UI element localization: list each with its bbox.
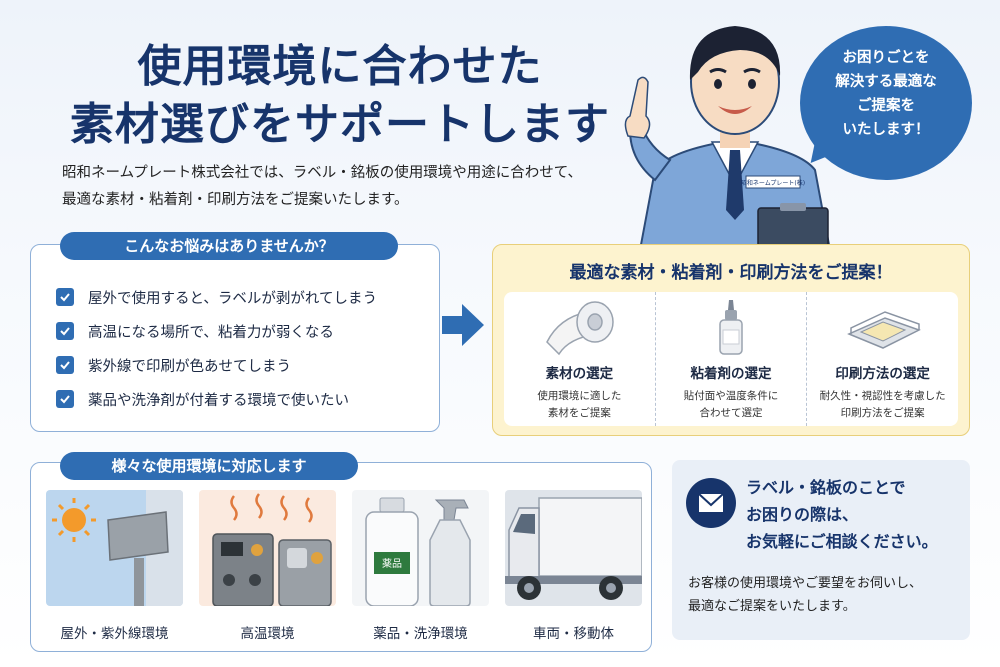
list-item: 屋外で使用すると、ラベルが剥がれてしまう xyxy=(56,280,436,314)
arrow-right-icon xyxy=(442,304,484,346)
checkbox-checked-icon xyxy=(56,356,74,374)
environment-label: 薬品・洗浄環境 xyxy=(373,626,468,642)
environment-label: 屋外・紫外線環境 xyxy=(60,626,169,642)
worries-panel xyxy=(30,244,440,432)
contact-body: お客様の使用環境やご要望をお伺いし、 最適なご提案をいたします。 xyxy=(688,572,958,618)
headline-line-2: 素材選びをサポートします xyxy=(70,99,610,150)
checkbox-checked-icon xyxy=(56,390,74,408)
environment-chemical: 薬品 薬品・洗浄環境 xyxy=(352,490,489,642)
bubble-line-2: 解決する最適な xyxy=(835,74,937,90)
proposal-name: 印刷方法の選定 xyxy=(835,366,930,382)
bottle-label-text: 薬品 xyxy=(382,558,402,570)
proposal-name: 素材の選定 xyxy=(545,366,614,382)
checkbox-checked-icon xyxy=(56,288,74,306)
speech-bubble: お困りごとを 解決する最適な ご提案を いたします！ xyxy=(800,26,972,180)
worries-title: こんなお悩みはありませんか？ xyxy=(60,232,398,260)
environment-high-temp: 高温環境 xyxy=(199,490,336,642)
intro-text: 昭和ネームプレート株式会社では、ラベル・銘板の使用環境や用途に合わせて、 最適な… xyxy=(62,160,622,214)
proposal-title: 最適な素材・粘着剤・印刷方法をご提案！ xyxy=(569,263,893,283)
truck-image xyxy=(505,490,643,606)
worry-text: 高温になる場所で、粘着力が弱くなる xyxy=(88,324,334,341)
proposal-desc-line: 使用環境に適した xyxy=(537,390,622,402)
proposal-adhesive: 粘着剤の選定 貼付面や温度条件に 合わせて選定 xyxy=(654,292,807,426)
proposal-desc-line: 素材をご提案 xyxy=(547,407,611,419)
environments-title: 様々な使用環境に対応します xyxy=(60,452,358,480)
proposal-printing: 印刷方法の選定 耐久性・視認性を考慮した 印刷方法をご提案 xyxy=(806,292,958,426)
proposal-desc-line: 合わせて選定 xyxy=(699,407,763,419)
contact-heading: ラベル・銘板のことで お困りの際は、 お気軽にご相談ください。 xyxy=(746,474,968,555)
name-badge-text: 昭和ネームプレート(株) xyxy=(741,179,805,187)
checkbox-checked-icon xyxy=(56,322,74,340)
worry-text: 屋外で使用すると、ラベルが剥がれてしまう xyxy=(88,290,377,307)
proposal-desc: 貼付面や温度条件に 合わせて選定 xyxy=(656,388,807,422)
worries-list: 屋外で使用すると、ラベルが剥がれてしまう 高温になる場所で、粘着力が弱くなる 紫… xyxy=(56,280,436,416)
contact-body-line: お客様の使用環境やご要望をお伺いし、 xyxy=(688,576,923,591)
list-item: 紫外線で印刷が色あせてしまう xyxy=(56,348,436,382)
proposal-columns: 素材の選定 使用環境に適した 素材をご提案 粘着剤の選定 貼付面や温度条件に 合… xyxy=(504,292,958,426)
chemical-bottle-image: 薬品 xyxy=(352,490,489,607)
proposal-desc-line: 印刷方法をご提案 xyxy=(840,407,925,419)
contact-heading-line: お気軽にご相談ください。 xyxy=(746,532,938,551)
label-roll-icon xyxy=(546,301,615,356)
headline: 使用環境に合わせた 素材選びをサポートします xyxy=(60,38,620,154)
adhesive-bottle-icon xyxy=(719,300,743,355)
staff-illustration: 昭和ネームプレート(株) xyxy=(624,26,832,250)
proposal-material: 素材の選定 使用環境に適した 素材をご提案 xyxy=(504,292,655,426)
list-item: 高温になる場所で、粘着力が弱くなる xyxy=(56,314,436,348)
contact-heading-line: お困りの際は、 xyxy=(746,505,859,524)
worry-text: 薬品や洗浄剤が付着する環境で使いたい xyxy=(88,392,349,409)
environment-label: 高温環境 xyxy=(240,626,295,642)
list-item: 薬品や洗浄剤が付着する環境で使いたい xyxy=(56,382,436,416)
proposal-desc: 使用環境に適した 素材をご提案 xyxy=(504,388,655,422)
contact-heading-line: ラベル・銘板のことで xyxy=(746,478,906,497)
heat-machine-image xyxy=(199,490,336,607)
headline-line-1: 使用環境に合わせた xyxy=(137,41,543,92)
proposal-desc-line: 耐久性・視認性を考慮した xyxy=(819,390,946,402)
environments-row: 屋外・紫外線環境 高温環境 薬品 xyxy=(46,490,643,642)
bubble-line-1: お困りごとを xyxy=(842,50,930,66)
proposal-name: 粘着剤の選定 xyxy=(690,366,772,382)
environment-vehicle: 車両・移動体 xyxy=(505,490,643,642)
bubble-line-4: いたします！ xyxy=(842,122,930,138)
intro-line-1: 昭和ネームプレート株式会社では、ラベル・銘板の使用環境や用途に合わせて、 xyxy=(62,165,582,181)
intro-line-2: 最適な素材・粘着剤・印刷方法をご提案いたします。 xyxy=(62,192,409,208)
outdoor-sign-image xyxy=(46,490,183,606)
worry-text: 紫外線で印刷が色あせてしまう xyxy=(88,358,291,375)
environment-label: 車両・移動体 xyxy=(533,626,614,642)
mail-icon xyxy=(686,478,736,528)
proposal-desc-line: 貼付面や温度条件に xyxy=(683,390,779,402)
contact-body-line: 最適なご提案をいたします。 xyxy=(688,599,856,614)
print-plate-icon xyxy=(846,311,921,349)
bubble-line-3: ご提案を xyxy=(857,98,915,114)
environment-outdoor: 屋外・紫外線環境 xyxy=(46,490,183,642)
proposal-desc: 耐久性・視認性を考慮した 印刷方法をご提案 xyxy=(807,388,958,422)
